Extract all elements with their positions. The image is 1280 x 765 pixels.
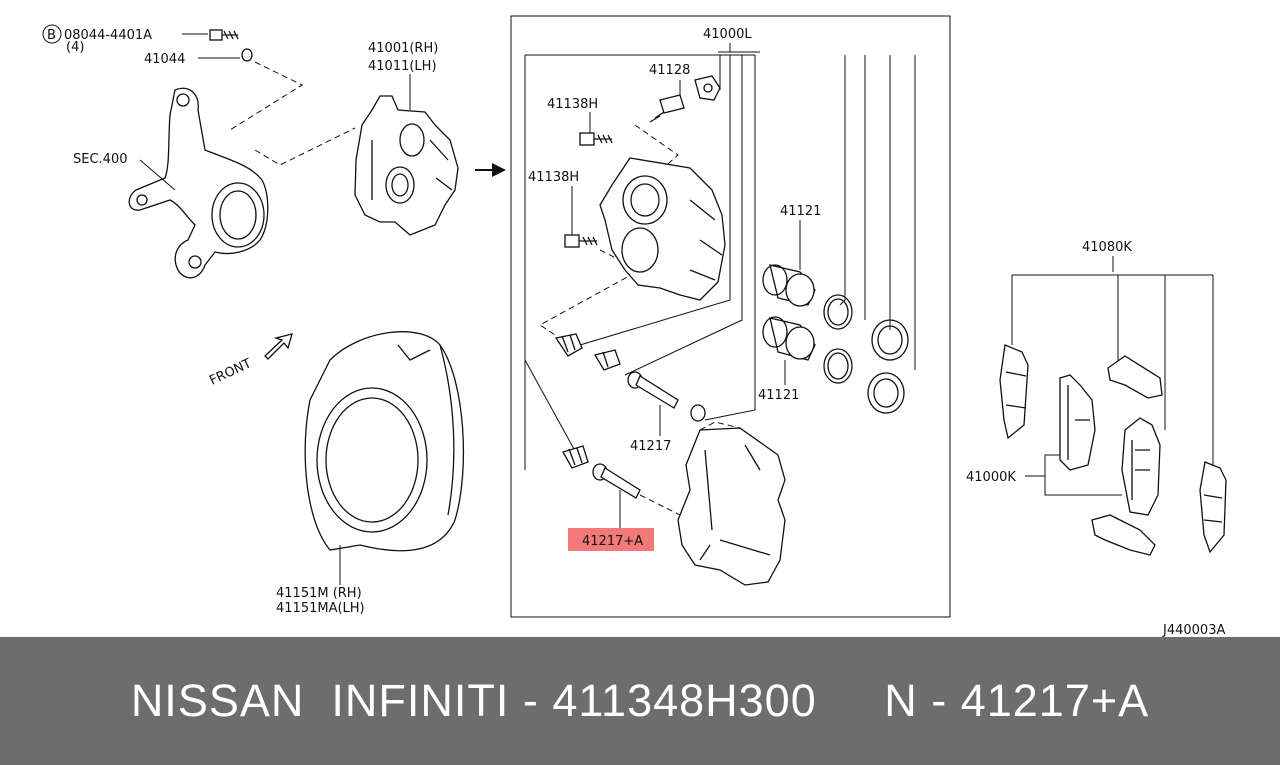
clip-top [1107, 355, 1163, 399]
clip-bottom [1091, 514, 1156, 556]
washer-41044 [241, 48, 253, 62]
piston-bottom [762, 316, 816, 361]
bleeder-cap [694, 75, 721, 101]
footer-part-title: NISSAN INFINITI - 411348H300 N - 41217+A [130, 675, 1150, 726]
pin-boot-mid [593, 349, 621, 371]
dust-shield [304, 331, 465, 552]
pin-bushing [690, 404, 706, 422]
bolt-circle-marker [42, 24, 62, 44]
label-pads: 41000K [966, 470, 1016, 485]
label-bolt-h-mid: 41138H [528, 170, 579, 185]
caliper-assembly-box [510, 15, 951, 618]
label-shield-rh: 41151M (RH) [276, 586, 362, 601]
bolt-41138h-top [579, 132, 613, 146]
front-arrow-icon [264, 333, 293, 360]
label-caliper-lh: 41011(LH) [368, 59, 437, 74]
highlight-box [568, 528, 654, 551]
label-piston-bottom: 41121 [758, 388, 799, 403]
label-bolt-qty: (4) [66, 40, 84, 55]
label-bleeder: 41128 [649, 63, 690, 78]
bleeder-screw [649, 94, 685, 123]
label-piston-top: 41121 [780, 204, 821, 219]
label-washer: 41044 [144, 52, 185, 67]
dust-boot-top [871, 319, 909, 361]
bolt-08044 [209, 29, 239, 41]
caliper-body [599, 157, 726, 301]
caliper-assembled [354, 95, 459, 236]
guide-pin-41217 [627, 371, 679, 409]
pin-boot-upper [554, 333, 583, 357]
steering-knuckle [128, 87, 269, 279]
arrow-to-assembly [475, 163, 506, 177]
exploded-parts-diagram: B 08044-4401A (4) 41044 SEC.400 41001(RH… [42, 15, 1227, 637]
label-bolt-part: 08044-4401A [64, 28, 152, 43]
pin-boot-lower [562, 445, 589, 469]
brake-pad-outer [1121, 417, 1161, 516]
label-pad-kit: 41080K [1082, 240, 1132, 255]
label-caliper-rh: 41001(RH) [368, 41, 438, 56]
bolt-41138h-mid [564, 234, 598, 248]
brake-pad-inner [1059, 374, 1096, 471]
label-bolt-h-top: 41138H [547, 97, 598, 112]
piston-seal-top [823, 294, 853, 330]
shim-right [1199, 461, 1227, 554]
caliper-bracket-outline [524, 54, 755, 470]
dust-boot-bottom [867, 372, 905, 414]
label-shield-lh: 41151MA(LH) [276, 601, 365, 616]
bolt-circled-letter: B [47, 28, 56, 43]
piston-seal-bottom [823, 348, 853, 384]
label-pin: 41217 [630, 439, 671, 454]
guide-pin-41217a [592, 463, 641, 499]
piston-top [762, 264, 816, 307]
label-diagram-code: J440003A [1162, 623, 1225, 637]
footer-bar: NISSAN INFINITI - 411348H300 N - 41217+A [0, 637, 1280, 765]
label-section: SEC.400 [73, 152, 128, 167]
shim-left [999, 344, 1029, 440]
label-highlighted-pin: 41217+A [582, 534, 643, 549]
caliper-bracket [677, 427, 786, 586]
label-front: FRONT [207, 356, 254, 388]
label-caliper-assy: 41000L [703, 27, 752, 42]
